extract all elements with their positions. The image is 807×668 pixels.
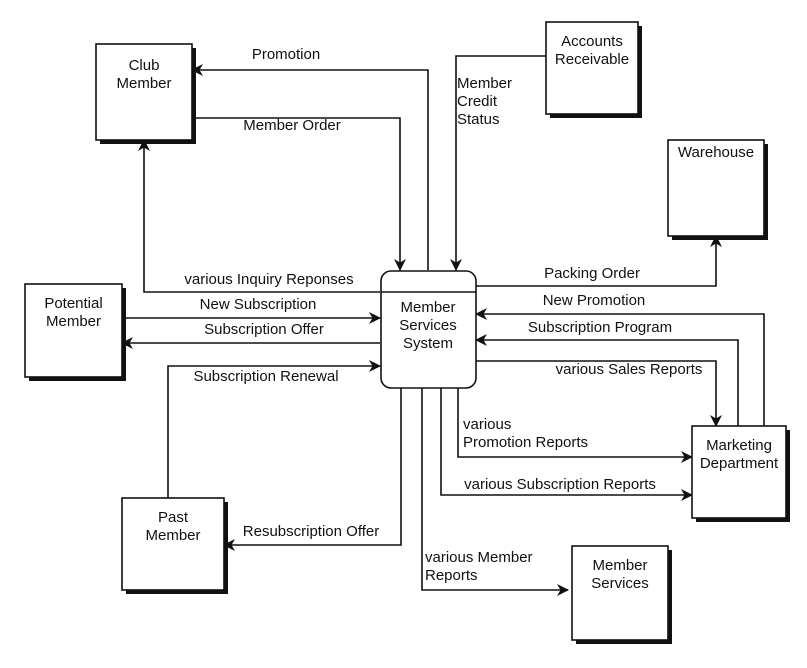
entity-box (24, 283, 123, 378)
process-label-line-1: Member (400, 299, 455, 316)
flow-label-various-subscription-reports: various Subscription Reports (464, 476, 656, 493)
flow-member-order-line-1: Member Order (243, 117, 341, 134)
flow-label-subscription-offer: Subscription Offer (204, 321, 324, 338)
various-promotion-reports-arrow (457, 388, 693, 463)
flow-label-member-order: Member Order (243, 117, 341, 134)
process-label-line-3: System (403, 335, 453, 352)
flow-various-promotion-reports-line-2: Promotion Reports (463, 434, 588, 451)
entity-box (121, 497, 225, 591)
flow-subscription-program-line-1: Subscription Program (528, 319, 672, 336)
flow-subscription-renewal-line-1: Subscription Renewal (193, 368, 338, 385)
flow-label-various-inquiry-reponses: various Inquiry Reponses (184, 271, 353, 288)
entity-accounts-receivable-label-line-2: Receivable (555, 51, 629, 68)
entity-past-member-label-line-2: Member (145, 527, 200, 544)
entity-box (667, 139, 765, 237)
entity-potential-member-label-line-1: Potential (44, 295, 102, 312)
entity-past-member-label-line-1: Past (158, 509, 189, 526)
various-subscription-reports-arrow (440, 388, 693, 501)
entity-club-member-label-line-1: Club (129, 57, 160, 74)
entity-member-services-label-line-1: Member (592, 557, 647, 574)
various-inquiry-reponses-arrow (138, 139, 380, 293)
flow-label-subscription-program: Subscription Program (528, 319, 672, 336)
promotion-arrow (191, 64, 429, 270)
entity-box (571, 545, 669, 641)
flow-label-promotion: Promotion (252, 46, 320, 63)
new-promotion-arrow (475, 308, 765, 426)
various-sales-reports-arrow (476, 360, 722, 427)
process-label-line-2: Services (399, 317, 457, 334)
flow-member-credit-status-line-3: Status (457, 111, 500, 128)
flow-various-member-reports-line-1: various Member (425, 549, 533, 566)
subscription-renewal-arrow (167, 360, 381, 498)
flow-promotion-line-1: Promotion (252, 46, 320, 63)
entity-warehouse: Warehouse (667, 139, 768, 240)
various-member-reports-arrow (421, 388, 569, 596)
flow-new-promotion-line-1: New Promotion (543, 292, 646, 309)
flow-packing-order-line-1: Packing Order (544, 265, 640, 282)
flow-various-sales-reports-line-1: various Sales Reports (556, 361, 703, 378)
flow-resubscription-offer-line-1: Resubscription Offer (243, 523, 379, 540)
member-credit-status-arrow (450, 55, 546, 271)
entity-box (691, 425, 787, 519)
flow-label-packing-order: Packing Order (544, 265, 640, 282)
flow-various-member-reports-line-2: Reports (425, 567, 478, 584)
flow-various-promotion-reports-line-1: various (463, 416, 511, 433)
entity-potential-member-label-line-2: Member (46, 313, 101, 330)
subscription-program-arrow (475, 334, 739, 426)
entity-box (95, 43, 193, 141)
packing-order-arrow (476, 235, 722, 287)
flow-various-subscription-reports-line-1: various Subscription Reports (464, 476, 656, 493)
flow-new-subscription-line-1: New Subscription (200, 296, 317, 313)
external-entities: ClubMemberAccountsReceivableWarehousePot… (24, 21, 790, 644)
flow-subscription-offer-line-1: Subscription Offer (204, 321, 324, 338)
data-flow-lines (121, 55, 765, 596)
flow-various-inquiry-reponses-line-1: various Inquiry Reponses (184, 271, 353, 288)
flow-member-credit-status-line-1: Member (457, 75, 512, 92)
flow-member-credit-status-line-2: Credit (457, 93, 498, 110)
flow-label-resubscription-offer: Resubscription Offer (243, 523, 379, 540)
entity-marketing-department-label-line-2: Department (700, 455, 779, 472)
flow-label-new-subscription: New Subscription (200, 296, 317, 313)
entity-club-member-label-line-2: Member (116, 75, 171, 92)
flow-label-new-promotion: New Promotion (543, 292, 646, 309)
entity-marketing-department-label-line-1: Marketing (706, 437, 772, 454)
entity-member-services-label-line-2: Services (591, 575, 649, 592)
entity-accounts-receivable-label-line-1: Accounts (561, 33, 623, 50)
resubscription-offer-arrow (223, 388, 402, 551)
entity-box (545, 21, 639, 115)
flow-label-subscription-renewal: Subscription Renewal (193, 368, 338, 385)
member-order-arrow (192, 117, 406, 271)
entity-warehouse-label-line-1: Warehouse (678, 144, 754, 161)
flow-label-various-sales-reports: various Sales Reports (556, 361, 703, 378)
